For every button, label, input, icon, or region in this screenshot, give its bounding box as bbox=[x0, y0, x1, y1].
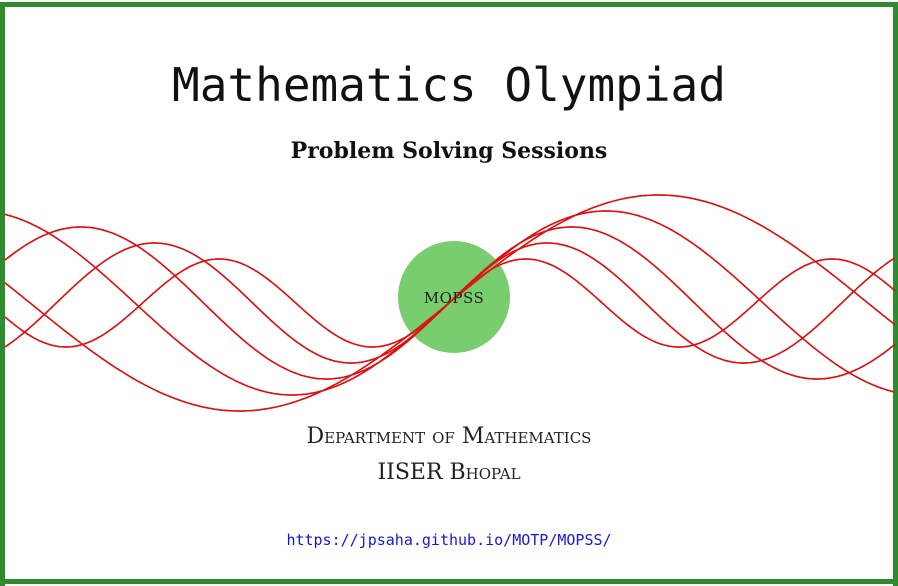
website-link[interactable]: https://jpsaha.github.io/MOTP/MOPSS/ bbox=[286, 531, 612, 549]
frame-border-right bbox=[893, 2, 898, 586]
mopss-badge-label: MOPSS bbox=[424, 289, 485, 307]
institute-name: IISER Bhopal bbox=[377, 460, 521, 485]
wave-lines-overlay bbox=[4, 194, 896, 412]
page-subtitle: Problem Solving Sessions bbox=[290, 138, 608, 164]
department-name: Department of Mathematics bbox=[306, 424, 592, 449]
frame-border-bottom bbox=[0, 579, 898, 584]
frame-border-left bbox=[0, 2, 5, 586]
page-title: Mathematics Olympiad bbox=[172, 58, 726, 112]
sine-wave-overlay-5 bbox=[4, 258, 896, 348]
frame-border-top bbox=[0, 2, 898, 7]
